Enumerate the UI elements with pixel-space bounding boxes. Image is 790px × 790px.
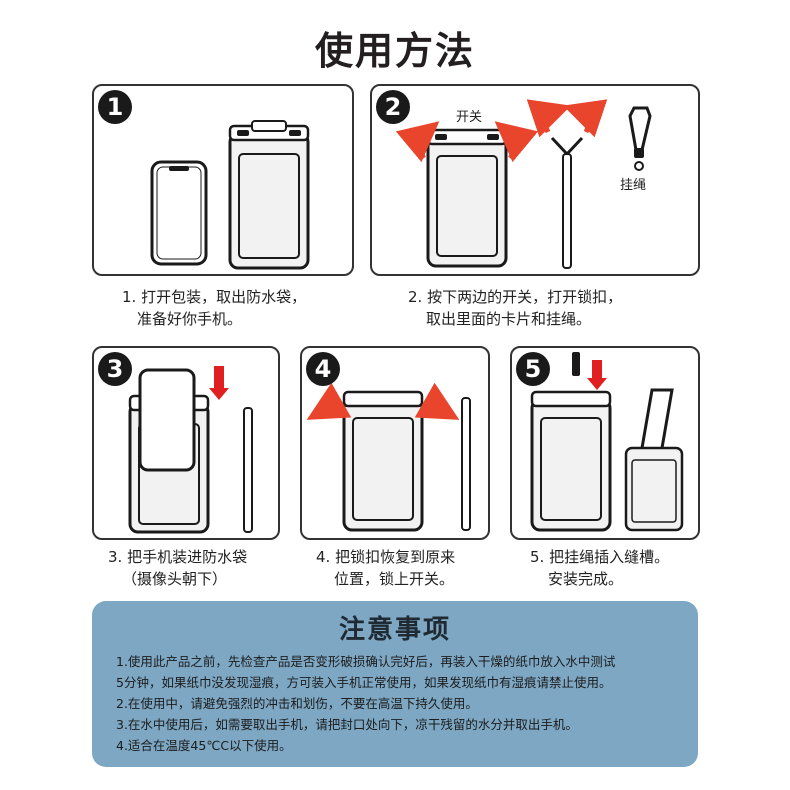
step-1-caption-line-2: 准备好你手机。 bbox=[137, 310, 243, 328]
step-4-badge: 4 bbox=[306, 352, 340, 386]
switch-label: 开关 bbox=[456, 110, 483, 125]
step-4-illustration bbox=[306, 382, 471, 532]
step-3-illustration bbox=[128, 366, 253, 534]
step-5-badge: 5 bbox=[516, 352, 550, 386]
step-2-caption-line-2: 取出里面的卡片和挂绳。 bbox=[426, 310, 592, 328]
step-1-caption-line-1: 1. 打开包装，取出防水袋， bbox=[122, 288, 307, 306]
notice-list: 1.使用此产品之前，先检查产品是否变形破损确认完好后，再装入干燥的纸巾放入水中测… bbox=[116, 651, 686, 756]
notice-box: 注意事项 1.使用此产品之前，先检查产品是否变形破损确认完好后，再装入干燥的纸巾… bbox=[92, 601, 698, 767]
step-1-panel: 1 bbox=[92, 84, 354, 276]
notice-line-5: 4.适合在温度45℃C以下使用。 bbox=[116, 738, 292, 753]
step-2-badge: 2 bbox=[376, 90, 410, 124]
step-5-caption-line-2: 安装完成。 bbox=[548, 570, 624, 588]
step-4-panel: 4 bbox=[300, 346, 490, 540]
step-1-badge: 1 bbox=[98, 90, 132, 124]
step-3-badge: 3 bbox=[98, 352, 132, 386]
page-title: 使用方法 bbox=[314, 29, 475, 73]
step-2-caption-line-1: 2. 按下两边的开关，打开锁扣， bbox=[408, 288, 623, 306]
step-5-caption-line-1: 5. 把挂绳插入缝槽。 bbox=[530, 548, 670, 566]
notice-line-1: 1.使用此产品之前，先检查产品是否变形破损确认完好后，再装入干燥的纸巾放入水中测… bbox=[116, 654, 616, 669]
step-5-panel: 5 bbox=[510, 346, 700, 540]
step-4-caption-line-2: 位置，锁上开关。 bbox=[334, 570, 455, 588]
lanyard-label: 挂绳 bbox=[620, 178, 647, 193]
notice-line-4: 3.在水中使用后，如需要取出手机，请把封口处向下，凉干残留的水分并取出手机。 bbox=[116, 717, 578, 732]
step-2-illustration bbox=[395, 99, 652, 269]
notice-title: 注意事项 bbox=[338, 615, 451, 645]
step-1-illustration bbox=[150, 120, 310, 270]
step-4-caption-line-1: 4. 把锁扣恢复到原来 bbox=[316, 548, 456, 566]
notice-line-2: 5分钟，如果纸巾没发现湿痕，方可装入手机正常使用，如果发现纸巾有湿痕请禁止使用。 bbox=[116, 675, 612, 690]
step-3-caption-line-2: （摄像头朝下） bbox=[122, 570, 228, 588]
step-5-illustration bbox=[530, 352, 684, 532]
step-2-panel: 2 开关 挂绳 bbox=[370, 84, 700, 276]
notice-line-3: 2.在使用中，请避免强烈的冲击和划伤，不要在高温下持久使用。 bbox=[116, 696, 478, 711]
step-3-caption-line-1: 3. 把手机装进防水袋 bbox=[108, 548, 248, 566]
step-3-panel: 3 bbox=[92, 346, 280, 540]
